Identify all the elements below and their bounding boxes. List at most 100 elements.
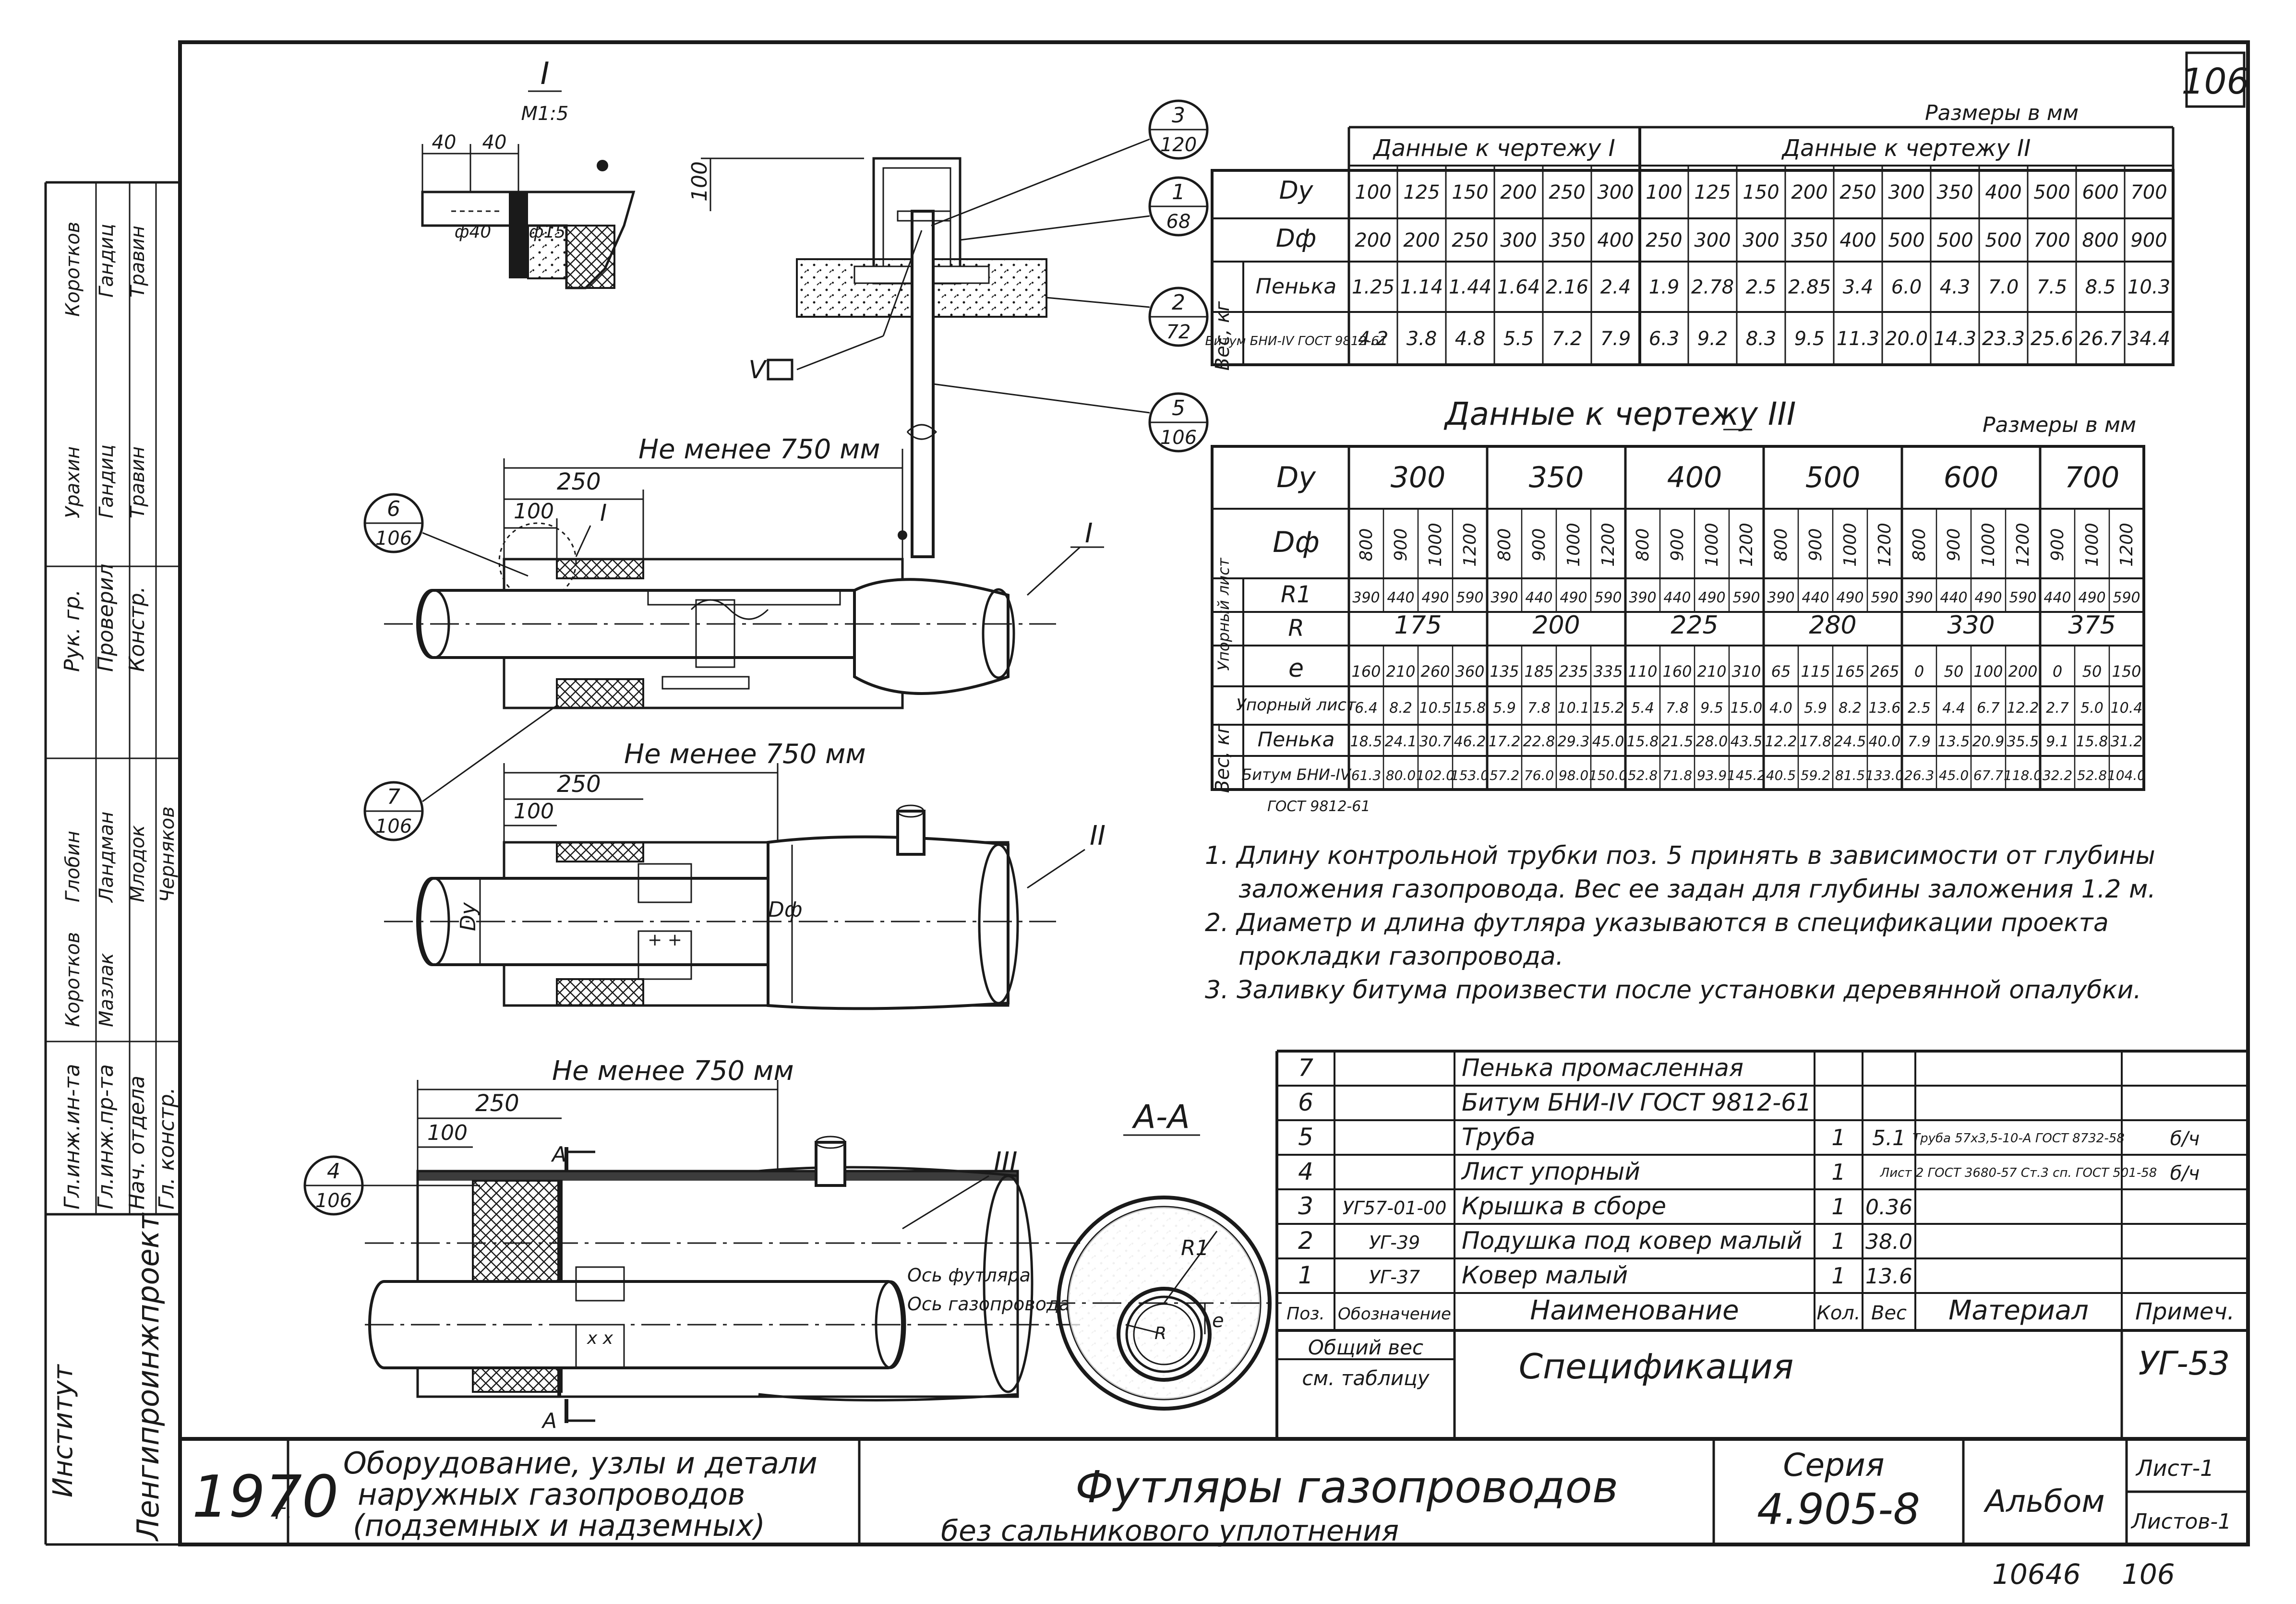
tb-year-suffix: г.	[275, 1500, 292, 1524]
table3-R1-13: 440	[1802, 589, 1829, 606]
table3-title: Данные к чертежу III	[1443, 395, 1796, 432]
name-3: Урахин	[62, 446, 84, 518]
table3-e-5: 185	[1524, 662, 1553, 681]
table1-cell-2-2: 1.44	[1449, 276, 1491, 299]
table1-cell-0-14: 500	[2033, 181, 2070, 203]
table3-hemp-10: 28.0	[1696, 733, 1728, 750]
table1-cell-1-0: 200	[1355, 229, 1391, 251]
spec-qty-3: 1	[1831, 1159, 1845, 1185]
table3-R-4: 330	[1947, 611, 1995, 640]
view-I-hemp-bottom	[556, 678, 644, 709]
table1-cell-1-15: 800	[2082, 229, 2118, 251]
section-r1: R1	[1181, 1236, 1209, 1260]
note-line-2: 2. Диаметр и длина футляра указываются в…	[1205, 909, 2109, 937]
table3-bitumen-8: 52.8	[1628, 767, 1658, 783]
table1-cell-2-1: 1.14	[1400, 276, 1443, 299]
spec-note-3: б/ч	[2170, 1162, 2200, 1185]
detail-I-dim-f15: ф15	[529, 222, 566, 242]
table1-cell-1-14: 700	[2033, 229, 2070, 251]
table1-cell-3-1: 3.8	[1406, 328, 1437, 350]
table1-border	[1211, 169, 2175, 366]
table3-dy-0: 300	[1391, 461, 1446, 494]
table3-bitumen-16: 26.3	[1904, 767, 1934, 783]
callout-2-num: 2	[1172, 290, 1185, 315]
table3-R1-14: 490	[1836, 589, 1863, 606]
table1-cell-1-10: 400	[1839, 229, 1876, 251]
table1-cell-0-6: 100	[1646, 181, 1682, 203]
table3-bitumen-0: 61.3	[1351, 767, 1381, 783]
view-II-roman: II	[1090, 820, 1106, 851]
role-0: Гл.инж.ин-та	[60, 1064, 84, 1209]
table1-cell-0-2: 150	[1452, 181, 1488, 203]
table3-df-12: 800	[1771, 528, 1791, 562]
detail-I-pipe-wall	[509, 192, 528, 278]
view-I-minlen: Не менее 750 мм	[638, 434, 880, 465]
note-line-0: 1. Длину контрольной трубки поз. 5 приня…	[1205, 841, 2155, 870]
note-line-3: прокладки газопровода.	[1238, 942, 1563, 971]
table1-cell-2-4: 2.16	[1546, 276, 1588, 299]
table3-e-12: 65	[1771, 662, 1791, 681]
spec-name-4: Крышка в сборе	[1462, 1192, 1666, 1220]
notes: 1. Длину контрольной трубки поз. 5 приня…	[1205, 841, 2156, 1005]
table3-stopw-7: 15.2	[1592, 700, 1624, 717]
table3-stopw-10: 9.5	[1700, 700, 1723, 717]
callout-3: 3 120	[931, 99, 1209, 227]
callout-4: 4 106	[303, 1155, 480, 1216]
table1-cell-0-11: 300	[1888, 181, 1924, 203]
view-II-d250: 250	[557, 771, 601, 798]
view-III-minlen: Не менее 750 мм	[552, 1055, 794, 1087]
table3-df-3: 1200	[1460, 523, 1480, 567]
table3-stopw-1: 8.2	[1389, 700, 1412, 717]
table3-e-14: 165	[1835, 662, 1864, 681]
table1-cell-3-5: 7.9	[1600, 328, 1631, 350]
table1-cell-2-14: 7.5	[2037, 276, 2068, 299]
table3-bitumen-15: 133.0	[1865, 767, 1904, 783]
table3-hemp-7: 45.0	[1592, 733, 1624, 750]
table3-hemp-3: 46.2	[1454, 733, 1486, 750]
sheet-frame	[178, 40, 2250, 1546]
svg-text:x x: x x	[587, 1329, 613, 1348]
spec-mat-3: Лист 2 ГОСТ 3680-57 Ст.3 сп. ГОСТ 501-58	[1880, 1166, 2157, 1180]
table1-cell-0-13: 400	[1985, 181, 2021, 203]
table-3: 300175350200400225500280600330700375DуDф…	[1211, 445, 2146, 815]
table3-e-9: 160	[1662, 662, 1692, 681]
table3-R1-21: 490	[2078, 589, 2105, 606]
view-III-axis-pipe: Ось газопровода	[907, 1293, 1070, 1315]
note-line-1: заложения газопровода. Вес ее задан для …	[1238, 875, 2156, 904]
table1-cell-0-0: 100	[1355, 181, 1391, 203]
view-III-roman: III	[994, 1147, 1018, 1178]
callout-1-ref: 68	[1166, 211, 1191, 233]
table1-cell-3-11: 20.0	[1885, 328, 1928, 350]
view-II-d100: 100	[514, 799, 554, 824]
table3-stopw-12: 4.0	[1769, 700, 1792, 717]
table3-hemp-8: 15.8	[1627, 733, 1659, 750]
spec-qty-4: 1	[1831, 1194, 1845, 1220]
view-III-d100: 100	[427, 1121, 468, 1145]
spec-header-3: Кол.	[1816, 1302, 1860, 1324]
page-number: 106	[2181, 61, 2249, 102]
table3-hemp-2: 30.7	[1419, 733, 1452, 750]
name-0: Коротков	[62, 222, 84, 317]
table3-dy-3: 500	[1805, 461, 1861, 494]
name-11: Мазлак	[96, 953, 118, 1027]
detail-I-dim-40b: 40	[482, 132, 507, 154]
table1-cell-1-7: 300	[1694, 229, 1731, 251]
table3-dy-label: Dу	[1276, 461, 1316, 494]
table1-cell-2-8: 2.5	[1746, 276, 1777, 299]
view-III-sect-top: A	[551, 1142, 566, 1167]
table3-e-1: 210	[1386, 662, 1415, 681]
table3-hemp-21: 15.8	[2076, 733, 2108, 750]
detail-I-title: I	[541, 56, 550, 92]
role-1: Гл.инж.пр-та	[94, 1064, 118, 1209]
callout-3-ref: 120	[1160, 134, 1197, 156]
tb-album: Альбом	[1983, 1484, 2104, 1520]
table1-row-label-2: Пенька	[1256, 275, 1336, 299]
callout-6-num: 6	[387, 497, 400, 521]
view-I-roman: I	[1085, 518, 1093, 549]
table3-bitumen-6: 98.0	[1559, 767, 1588, 783]
v-label: V	[748, 356, 767, 384]
table3-e-7: 335	[1593, 662, 1623, 681]
table3-stopw-20: 2.7	[2046, 700, 2069, 717]
detail-I: I М1:5 40 40 ф40 ф15	[421, 56, 636, 289]
callout-4-num: 4	[327, 1159, 340, 1184]
